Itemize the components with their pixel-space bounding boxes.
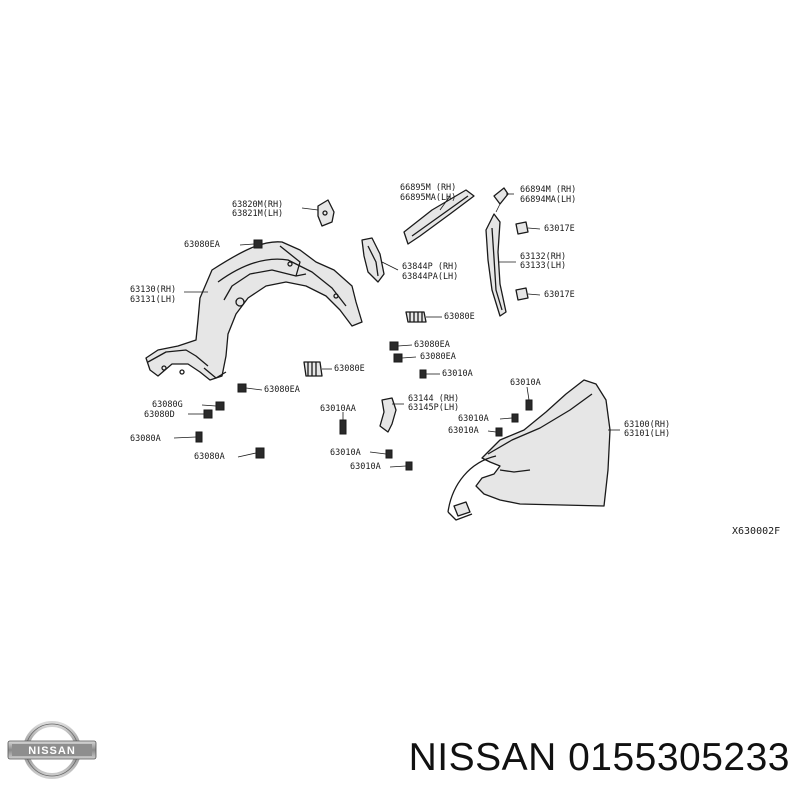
clip-63017e-upper[interactable] — [515, 221, 529, 235]
clip-63080ea-d[interactable] — [237, 383, 247, 393]
callout-66894m: 66894M (RH)66894MA(LH) — [520, 185, 576, 205]
clip-63080g[interactable] — [215, 401, 225, 411]
callout-63080d: 63080D — [144, 410, 175, 420]
callout-63144: 63144 (RH)63145P(LH) — [408, 394, 459, 413]
callout-66895m: 66895M (RH)66895MA(LH) — [400, 183, 456, 203]
callout-63080g: 63080G — [152, 400, 183, 410]
callout-63010a-1: 63010A — [442, 369, 473, 379]
clip-63080a-a[interactable] — [195, 431, 203, 443]
logo-text: NISSAN — [28, 745, 76, 757]
diagram-code: X630002F — [732, 526, 780, 537]
clip-63080e-upper[interactable] — [405, 311, 427, 323]
bolt-63010a-b[interactable] — [525, 399, 533, 411]
clip-63017e-lower[interactable] — [515, 287, 529, 301]
callout-63010a-4: 63010A — [448, 426, 479, 436]
callout-63080ea-1: 63080EA — [184, 240, 220, 250]
nissan-logo: NISSAN — [7, 721, 97, 779]
seal-66894m[interactable] — [493, 187, 509, 213]
clip-63080ea-b[interactable] — [389, 341, 399, 351]
clip-63080a-b[interactable] — [255, 447, 265, 459]
bolt-63010aa[interactable] — [339, 419, 347, 435]
callout-63820m: 63820M(RH)63821M(LH) — [232, 200, 283, 219]
callout-63080e-1: 63080E — [444, 312, 475, 322]
callout-63080e-2: 63080E — [334, 364, 365, 374]
callout-63100: 63100(RH)63101(LH) — [624, 420, 670, 439]
callout-63010a-3: 63010A — [458, 414, 489, 424]
bracket-63144[interactable] — [379, 397, 397, 433]
bolt-63010a-f[interactable] — [405, 461, 413, 471]
clip-63080ea-c[interactable] — [393, 353, 403, 363]
clip-63080ea-a[interactable] — [253, 239, 263, 249]
callout-63130: 63130(RH)63131(LH) — [130, 285, 176, 305]
callout-63080ea-3: 63080EA — [420, 352, 456, 362]
callout-63080ea-2: 63080EA — [414, 340, 450, 350]
fender-liner[interactable] — [145, 241, 363, 381]
callout-63010a-2: 63010A — [510, 378, 541, 388]
bolt-63010a-e[interactable] — [385, 449, 393, 459]
seal-63844p[interactable] — [361, 237, 385, 283]
callout-63080ea-4: 63080EA — [264, 385, 300, 395]
callout-63017e-2: 63017E — [544, 290, 575, 300]
bolt-63010a-a[interactable] — [419, 369, 427, 379]
callout-63080a-2: 63080A — [194, 452, 225, 462]
callout-63010aa: 63010AA — [320, 404, 356, 414]
callout-63132: 63132(RH)63133(LH) — [520, 252, 566, 271]
callout-63010a-5: 63010A — [330, 448, 361, 458]
seal-66895m[interactable] — [403, 189, 475, 245]
callout-63080a-1: 63080A — [130, 434, 161, 444]
bolt-63010a-d[interactable] — [495, 427, 503, 437]
callout-63844p: 63844P (RH)63844PA(LH) — [402, 262, 458, 282]
bolt-63010a-c[interactable] — [511, 413, 519, 423]
callout-63010a-6: 63010A — [350, 462, 381, 472]
leader-lines — [173, 193, 620, 468]
front-fender[interactable] — [447, 379, 611, 521]
strip-63132[interactable] — [485, 213, 507, 317]
part-number: NISSAN 0155305233 — [408, 736, 790, 779]
clip-63080e-lower[interactable] — [303, 361, 323, 377]
clip-63080d[interactable] — [203, 409, 213, 419]
bracket-63820m[interactable] — [317, 199, 335, 227]
callout-63017e-1: 63017E — [544, 224, 575, 234]
